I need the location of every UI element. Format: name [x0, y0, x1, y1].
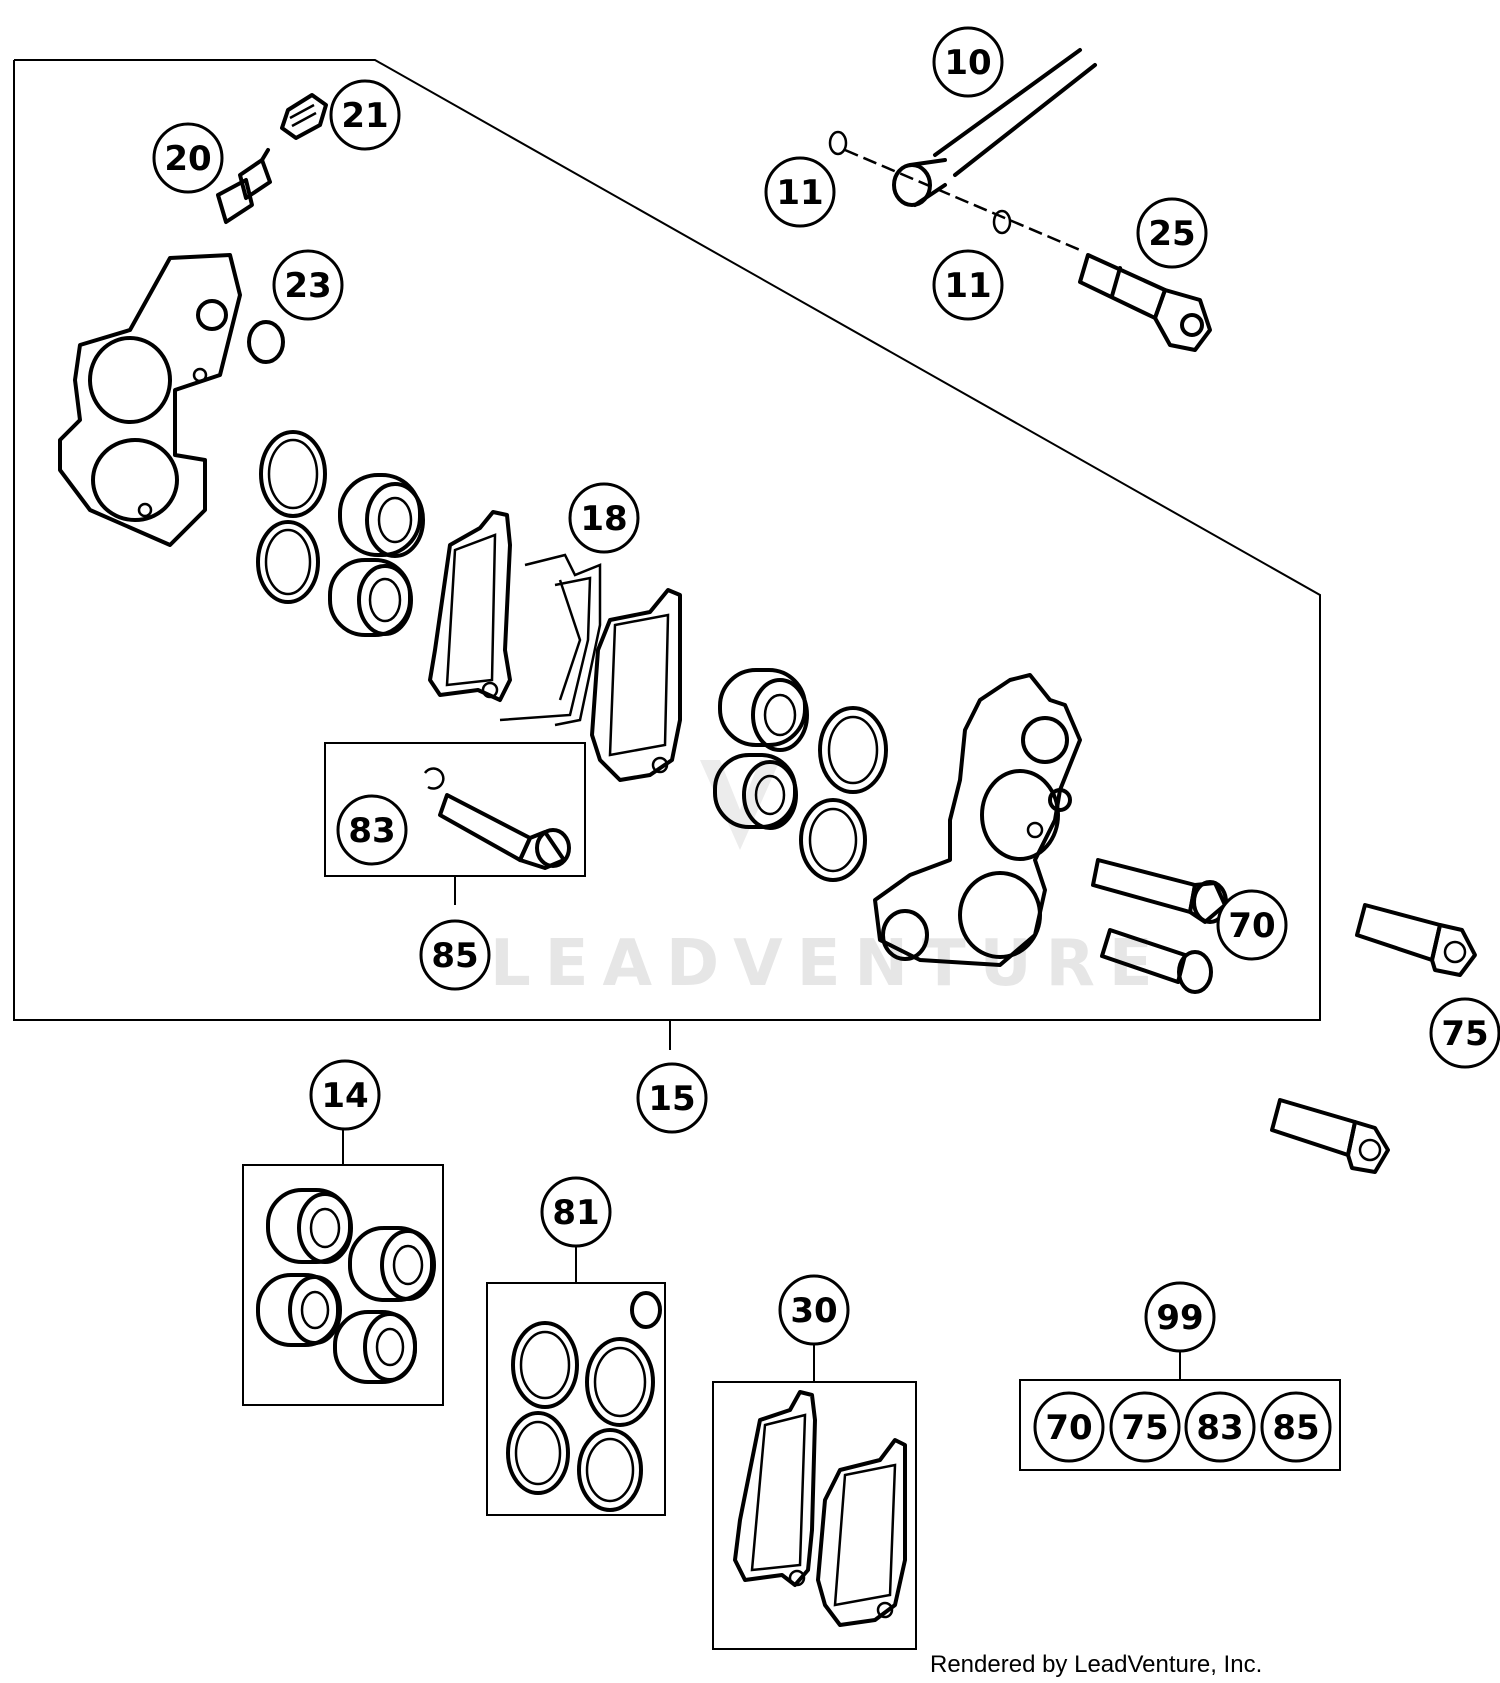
seal-ring-icon [247, 320, 285, 364]
callout-30-label: 30 [790, 1291, 837, 1331]
kit-99-item-75[interactable]: 75 [1109, 1391, 1181, 1463]
callout-18-label: 18 [580, 499, 627, 539]
callout-70-label: 70 [1228, 906, 1275, 946]
pin-bolt-icon [1355, 903, 1477, 977]
callout-10-label: 10 [944, 43, 991, 83]
callout-14-label: 14 [321, 1076, 368, 1116]
callout-11-top-label: 11 [776, 173, 823, 213]
seal-ring-icon [506, 1411, 570, 1495]
callout-23[interactable]: 23 [272, 249, 344, 321]
callout-20-label: 20 [164, 139, 211, 179]
callout-83-label: 83 [348, 811, 395, 851]
piston-icon [718, 668, 809, 752]
callout-30[interactable]: 30 [778, 1274, 850, 1346]
brake-pad-icon [816, 1438, 907, 1627]
piston-icon [328, 558, 413, 637]
callout-20[interactable]: 20 [152, 122, 224, 194]
pin-bolt-icon [1100, 928, 1213, 994]
kit-99-item-85-label: 85 [1272, 1408, 1319, 1448]
seal-ring-icon [511, 1321, 579, 1409]
pin-bolt-icon [1270, 1098, 1390, 1174]
brake-pad-icon [428, 510, 512, 702]
kit-99-item-75-label: 75 [1121, 1408, 1168, 1448]
piston-icon [333, 1310, 417, 1384]
seal-ring-icon [585, 1337, 655, 1427]
callout-85-label: 85 [431, 936, 478, 976]
piston-icon [713, 753, 798, 830]
callout-10[interactable]: 10 [932, 26, 1004, 98]
callout-11-top[interactable]: 11 [764, 156, 836, 228]
callout-25-label: 25 [1148, 214, 1195, 254]
piston-icon [256, 1273, 342, 1347]
callout-11-bottom[interactable]: 11 [932, 249, 1004, 321]
callout-75[interactable]: 75 [1429, 997, 1500, 1069]
pin-bolt-icon [1091, 858, 1228, 924]
callout-21[interactable]: 21 [329, 79, 401, 151]
banjo-bolt-icon [1078, 253, 1212, 352]
kit-99-item-83-label: 83 [1196, 1408, 1243, 1448]
credit-text: Rendered by LeadVenture, Inc. [930, 1651, 1262, 1678]
seal-ring-icon [256, 520, 320, 604]
callout-81[interactable]: 81 [540, 1176, 612, 1248]
callout-18[interactable]: 18 [568, 482, 640, 554]
seal-ring-icon [992, 209, 1012, 235]
brake-pad-icon [733, 1390, 817, 1587]
callout-81-label: 81 [552, 1193, 599, 1233]
callout-99-label: 99 [1156, 1298, 1203, 1338]
seal-ring-icon [799, 798, 867, 882]
pin-bolt-icon [438, 793, 571, 870]
callout-99[interactable]: 99 [1144, 1281, 1216, 1353]
seal-ring-icon [259, 430, 327, 518]
kit-99-item-83[interactable]: 83 [1184, 1391, 1256, 1463]
kit-99-item-85[interactable]: 85 [1260, 1391, 1332, 1463]
seal-ring-icon [818, 706, 888, 794]
pad-spring-icon [499, 553, 602, 727]
callout-23-label: 23 [284, 266, 331, 306]
bleeder-valve-icon [216, 148, 272, 224]
callout-85[interactable]: 85 [419, 919, 491, 991]
brake-pad-icon [590, 588, 682, 782]
caliper-half-icon [58, 253, 242, 547]
callout-70[interactable]: 70 [1216, 889, 1288, 961]
dust-cap-icon [280, 93, 328, 140]
caliper-half-icon [873, 673, 1082, 967]
piston-icon [338, 473, 425, 558]
seal-ring-icon [423, 767, 445, 790]
callout-11-bottom-label: 11 [944, 266, 991, 306]
callout-15-label: 15 [648, 1079, 695, 1119]
seal-ring-icon [577, 1428, 643, 1512]
watermark-text: LEADVENTURE [490, 927, 1167, 1001]
callout-14[interactable]: 14 [309, 1059, 381, 1131]
assembly-15-frame [13, 59, 1321, 1021]
piston-icon [348, 1226, 436, 1302]
seal-ring-icon [630, 1291, 662, 1329]
callout-15[interactable]: 15 [636, 1062, 708, 1134]
callout-83[interactable]: 83 [336, 794, 408, 866]
callout-75-label: 75 [1441, 1014, 1488, 1054]
kit-99-item-70-label: 70 [1045, 1408, 1092, 1448]
piston-icon [266, 1188, 353, 1264]
callout-21-label: 21 [341, 96, 388, 136]
callout-25[interactable]: 25 [1136, 197, 1208, 269]
seal-ring-icon [828, 130, 848, 156]
kit-99-item-70[interactable]: 70 [1033, 1391, 1105, 1463]
